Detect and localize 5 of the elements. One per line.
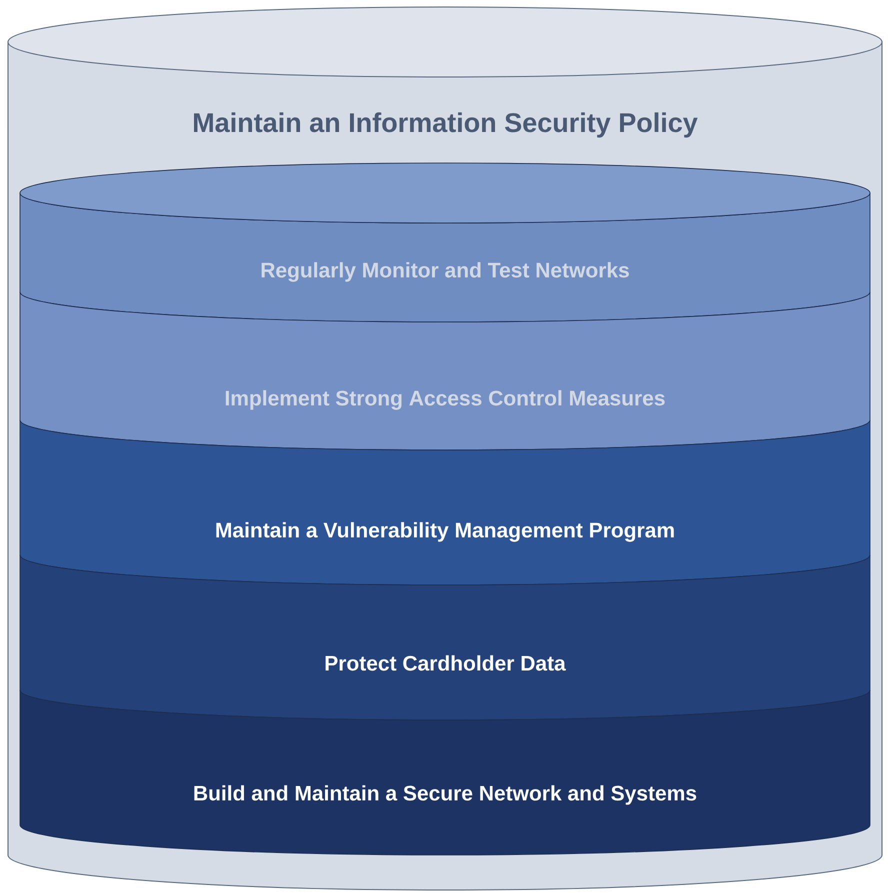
cylinder-layer: Maintain a Vulnerability Management Program xyxy=(20,420,870,586)
cylinder-layer: Regularly Monitor and Test Networks xyxy=(20,162,870,322)
cylinder-layer: Implement Strong Access Control Measures xyxy=(20,292,870,450)
cylinder-layer: Build and Maintain a Secure Network and Systems xyxy=(20,690,870,856)
cylinder-layer: Protect Cardholder Data xyxy=(20,554,870,720)
